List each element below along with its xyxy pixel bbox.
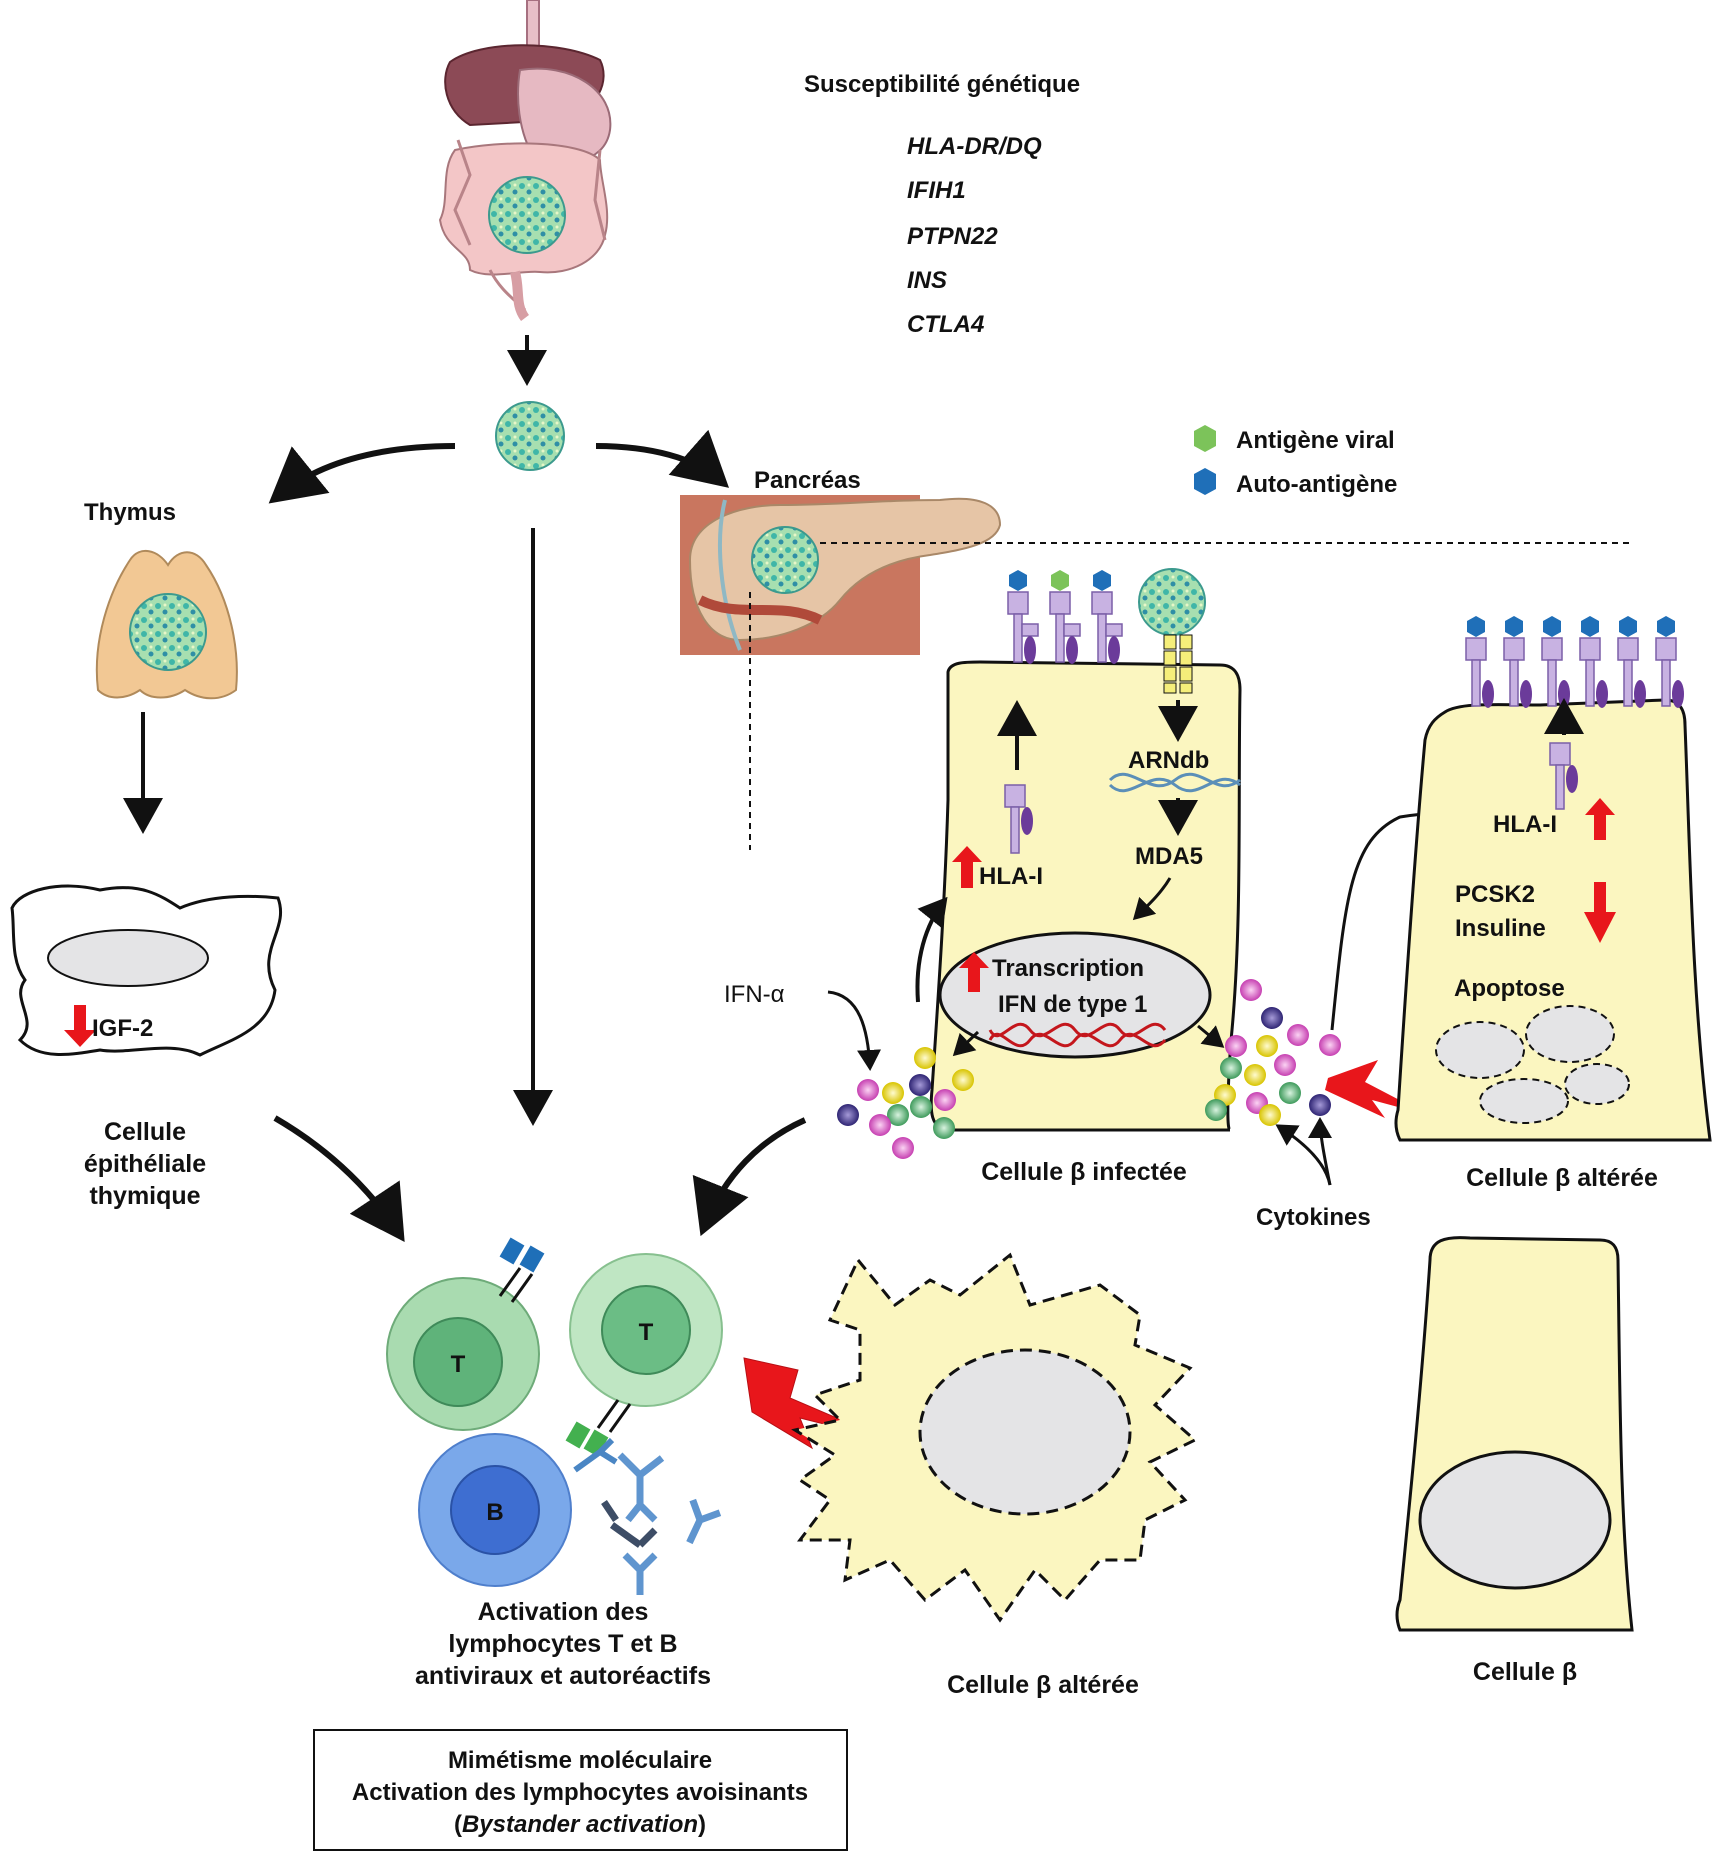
altered-cell-bottom-caption: Cellule β altérée (947, 1671, 1139, 1699)
cytokines-label: Cytokines (1256, 1204, 1371, 1231)
legend-viral-antigen: Antigène viral (1236, 427, 1395, 454)
transcription-up-arrow-icon (959, 952, 989, 992)
bcr-antibody-icon (573, 1437, 618, 1473)
gene-hla-dr-dq: HLA-DR/DQ (907, 133, 1042, 160)
legend-auto-antigen: Auto-antigène (1236, 471, 1397, 498)
arrow-infected-cell-to-lymphocytes (692, 1117, 807, 1237)
t-cell-left: T (386, 1237, 545, 1431)
thymus-label: Thymus (84, 499, 176, 526)
arrow-virus-to-thymus (268, 443, 456, 504)
altered-cell-nucleus (918, 1348, 1132, 1516)
thymic-cell-caption-line2: épithéliale (84, 1150, 206, 1178)
arrow-nucleus-to-hla (915, 896, 948, 1003)
auto-antigen-icon (1657, 616, 1675, 637)
arrow-mda5-to-nucleus (1132, 877, 1172, 921)
mda5-label: MDA5 (1135, 843, 1203, 870)
auto-antigen-icon (1009, 570, 1027, 591)
ifn-alpha-label: IFN-α (724, 981, 785, 1008)
pancreas-illustration (680, 495, 1002, 655)
pcsk2-down-arrow-icon (1584, 882, 1616, 943)
altered-cell-receptors (1465, 616, 1684, 708)
auto-antigen-icon (1505, 616, 1523, 637)
mechanism-box: Mimétisme moléculaire Activation des lym… (313, 1729, 848, 1851)
ifn-type1-label: IFN de type 1 (998, 991, 1147, 1018)
t-cell-right-label: T (639, 1319, 654, 1346)
t-cell-left-label: T (451, 1351, 466, 1378)
arrow-nucleus-to-right-cytokines (1197, 1024, 1225, 1048)
antibodies-icon (601, 1452, 722, 1595)
thymic-cell-caption-line3: thymique (89, 1182, 200, 1210)
tcr-receptor-icon (498, 1237, 545, 1303)
arndb-label: ARNdb (1128, 747, 1209, 774)
beta-cell-caption: Cellule β (1473, 1658, 1577, 1686)
altered-cell-top-caption: Cellule β altérée (1466, 1164, 1658, 1192)
hla-i-receptor-icon (1549, 742, 1578, 810)
pcsk2-label: PCSK2 (1455, 881, 1535, 908)
viral-antigen-icon (1051, 570, 1069, 591)
digestive-tract-illustration (438, 0, 612, 322)
gene-ctla4: CTLA4 (907, 311, 984, 338)
viral-antigen-legend-icon (1194, 425, 1216, 452)
arrow-ifn-alpha (827, 990, 882, 1071)
gene-ifih1: IFIH1 (907, 177, 966, 204)
hla-right-up-arrow-icon (1585, 798, 1615, 840)
tcr-receptor-green-icon (565, 1399, 632, 1457)
box-line1: Mimétisme moléculaire (448, 1747, 712, 1774)
hla-i-label-left: HLA-I (979, 863, 1043, 890)
gene-ins: INS (907, 267, 947, 294)
activation-caption-line2: lymphocytes T et B (448, 1630, 677, 1658)
b-cell-label: B (486, 1499, 503, 1526)
hla-i-receptor-icon (1004, 784, 1033, 854)
box-line2: Activation des lymphocytes avoisinants (352, 1779, 808, 1806)
box-line3-italic: Bystander activation (462, 1811, 698, 1838)
virus-icon (495, 401, 565, 471)
arrow-nucleus-to-left-cytokines (952, 1030, 980, 1057)
arrow-thymic-cell-to-lymphocytes (273, 1115, 405, 1242)
hla-up-arrow-icon (952, 846, 982, 888)
b-cell: B (418, 1433, 618, 1587)
altered-beta-cell-bottom (791, 1252, 1198, 1623)
infected-cell-nucleus (938, 931, 1212, 1059)
dsrna-icon (1108, 772, 1241, 788)
viral-receptor (1163, 634, 1193, 694)
infected-cell-caption: Cellule β infectée (981, 1158, 1187, 1186)
cytokine-cluster-left (837, 1047, 974, 1159)
beta-cell (1395, 1236, 1634, 1632)
altered-beta-cell-top (1394, 698, 1712, 1142)
insuline-label: Insuline (1455, 915, 1546, 942)
infected-beta-cell (929, 660, 1242, 1132)
box-line3-close: ) (698, 1811, 706, 1838)
activation-caption-line3: antiviraux et autoréactifs (415, 1662, 711, 1690)
legend: Antigène viral Auto-antigène (1194, 425, 1397, 498)
beta-cell-nucleus (1418, 1450, 1612, 1590)
pancreas-label: Pancréas (754, 467, 861, 494)
gene-ptpn22: PTPN22 (907, 223, 998, 250)
cytokine-cluster-right (1205, 979, 1341, 1126)
infected-cell-receptors (1007, 570, 1123, 664)
genetic-title: Susceptibilité génétique (804, 71, 1080, 98)
transcription-label: Transcription (992, 955, 1144, 982)
t-cell-right: T (565, 1253, 723, 1457)
arrow-virus-to-pancreas (595, 429, 730, 488)
auto-antigen-icon (1581, 616, 1599, 637)
thymic-cell-caption-line1: Cellule (104, 1118, 186, 1146)
auto-antigen-icon (1543, 616, 1561, 637)
auto-antigen-icon (1619, 616, 1637, 637)
auto-antigen-legend-icon (1194, 468, 1216, 495)
auto-antigen-icon (1093, 570, 1111, 591)
apoptose-label: Apoptose (1454, 975, 1565, 1002)
activation-caption-line1: Activation des (478, 1598, 649, 1626)
virus-icon (1138, 568, 1206, 636)
hla-i-label-right: HLA-I (1493, 811, 1557, 838)
box-line3: (Bystander activation) (454, 1811, 706, 1838)
igf2-down-arrow-icon (64, 1005, 96, 1047)
thymus-illustration (95, 550, 238, 700)
igf2-label: IGF-2 (92, 1015, 153, 1042)
box-line3-open: ( (454, 1811, 462, 1838)
arrow-cytokines-b (1308, 1117, 1333, 1186)
auto-antigen-icon (1467, 616, 1485, 637)
genetic-susceptibility: Susceptibilité génétique HLA-DR/DQ IFIH1… (804, 71, 1080, 338)
